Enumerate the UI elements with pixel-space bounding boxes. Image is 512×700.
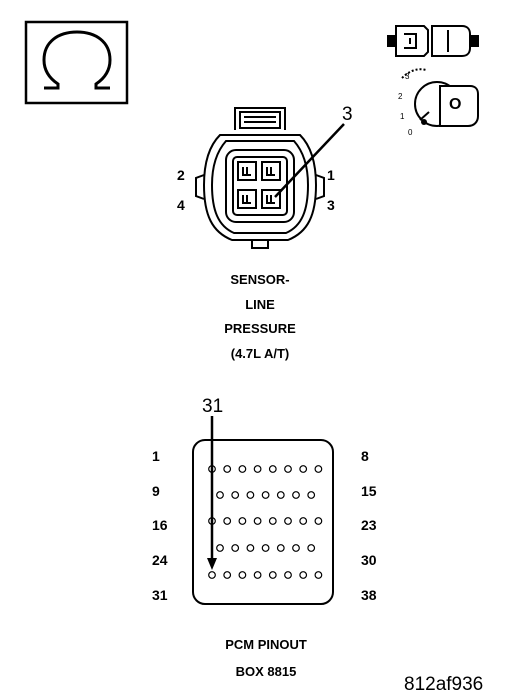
sensor-cavity-label-top-right: 1 — [327, 167, 335, 183]
callout-arrow-pcm-pin31 — [207, 416, 217, 570]
line-pressure-sensor-connector — [195, 107, 325, 249]
pcm-row-end-label: 38 — [361, 587, 377, 603]
pcm-pin — [216, 544, 224, 552]
key-position-label-3: 3 — [405, 72, 410, 81]
pcm-pin — [208, 571, 216, 579]
pcm-pin — [284, 571, 292, 579]
pcm-title-line-2: BOX 8815 — [235, 664, 297, 679]
pcm-row-start-label: 1 — [152, 448, 160, 464]
pcm-pin — [253, 465, 262, 473]
pcm-pin — [253, 517, 262, 525]
sensor-title-line-3: PRESSURE — [224, 321, 296, 336]
callout-line-sensor-pin3 — [274, 123, 345, 198]
pcm-pin — [231, 491, 240, 499]
pcm-pin — [238, 571, 247, 579]
pcm-pin — [268, 571, 277, 579]
key-position-label-0: 0 — [408, 128, 413, 137]
pcm-pin — [307, 544, 316, 552]
sensor-title-line-1: SENSOR- — [230, 272, 290, 287]
pcm-pin-grid — [208, 465, 323, 579]
pcm-pin — [284, 517, 292, 525]
pcm-pin — [253, 571, 262, 579]
pcm-row-start-label: 9 — [152, 483, 160, 499]
pcm-pin — [246, 491, 255, 499]
pcm-pin — [223, 465, 232, 473]
pcm-callout-number: 31 — [202, 396, 224, 417]
key-position-label-1: 1 — [400, 112, 405, 121]
pcm-pin — [223, 517, 232, 525]
pcm-pin — [299, 571, 308, 579]
ignition-key-icon — [401, 68, 479, 127]
pcm-row-start-label: 16 — [152, 517, 168, 533]
pcm-pin — [268, 465, 277, 473]
sensor-title-line-2: LINE — [245, 297, 275, 312]
pcm-pin — [314, 465, 323, 473]
pcm-pin — [292, 544, 300, 552]
pcm-row-end-label: 15 — [361, 483, 377, 499]
pcm-pin — [268, 517, 277, 525]
pcm-connector — [192, 439, 334, 605]
pcm-pin — [223, 571, 232, 579]
sensor-cavity-label-bottom-left: 4 — [177, 197, 185, 213]
sensor-cavity-label-top-left: 2 — [177, 167, 185, 183]
pcm-pin — [238, 517, 247, 525]
pcm-pin — [292, 491, 300, 499]
pcm-row-start-label: 31 — [152, 587, 168, 603]
key-letter: O — [449, 96, 462, 113]
pcm-pin — [307, 491, 316, 499]
pcm-pin — [216, 491, 224, 499]
sensor-title-line-4: (4.7L A/T) — [230, 346, 290, 361]
pcm-pin — [276, 544, 285, 552]
pcm-pin — [231, 544, 240, 552]
sensor-callout-number: 3 — [342, 104, 353, 125]
pcm-row-end-label: 30 — [361, 552, 377, 568]
figure-code: 812af936 — [404, 674, 484, 695]
ohm-symbol-icon — [24, 20, 129, 105]
pcm-row-end-label: 23 — [361, 517, 377, 533]
pcm-pin — [261, 491, 270, 499]
pcm-pin — [276, 491, 285, 499]
pcm-row-end-label: 8 — [361, 448, 369, 464]
pcm-pin — [246, 544, 255, 552]
pcm-pin — [314, 517, 323, 525]
pcm-title-line-1: PCM PINOUT — [225, 637, 307, 652]
pcm-pin — [238, 465, 247, 473]
pcm-pin — [299, 517, 308, 525]
key-position-label-2: 2 — [398, 92, 403, 101]
connector-plug-icon — [387, 25, 479, 57]
pcm-row-start-label: 24 — [152, 552, 168, 568]
pcm-pin — [314, 571, 323, 579]
pcm-pin — [284, 465, 292, 473]
pcm-pin — [299, 465, 308, 473]
sensor-cavity-label-bottom-right: 3 — [327, 197, 335, 213]
pcm-pin — [261, 544, 270, 552]
